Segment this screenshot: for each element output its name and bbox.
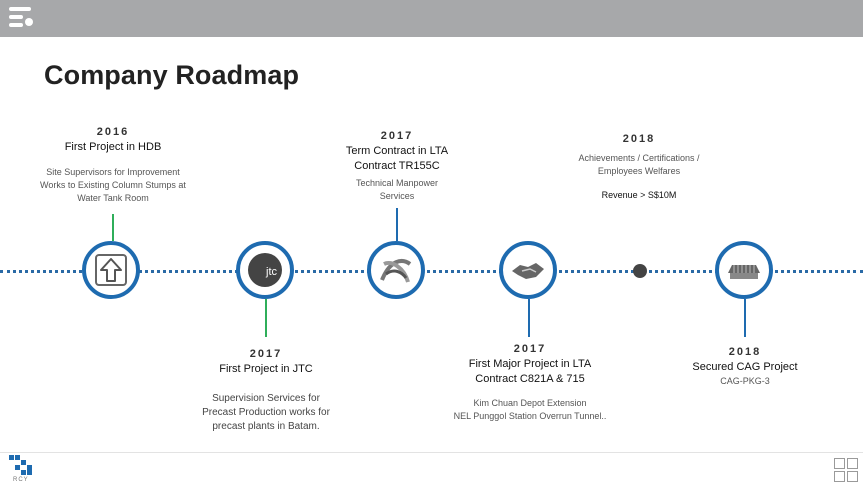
milestone-desc-line: Supervision Services for xyxy=(212,393,320,404)
milestone-dot-2018[interactable] xyxy=(633,264,647,278)
milestone-connector xyxy=(528,299,530,337)
revenue-label: Revenue > S$10M xyxy=(601,190,677,200)
footer-divider xyxy=(0,452,863,453)
milestone-heading: Term Contract in LTA xyxy=(345,145,449,157)
grid-view-icon[interactable] xyxy=(834,458,858,482)
company-logo: RCY xyxy=(9,455,37,485)
airport-terminal-icon xyxy=(728,265,760,279)
milestone-connector xyxy=(744,299,746,337)
milestone-desc-line: CAG-PKG-3 xyxy=(720,376,770,386)
milestone-2016-hdb: 2016 First Project in HDB Site Superviso… xyxy=(23,126,203,205)
milestone-2017-jtc: 2017 First Project in JTC Supervision Se… xyxy=(176,348,356,434)
milestone-desc-line: Precast Production works for xyxy=(202,407,330,418)
handshake-icon xyxy=(512,263,544,279)
milestone-year: 2017 xyxy=(380,130,414,142)
milestone-node-2017-lta[interactable] xyxy=(367,241,425,299)
milestone-desc-line: Achievements / Certifications / xyxy=(578,153,700,163)
upload-arrow-icon xyxy=(95,254,127,286)
milestone-heading: First Project in JTC xyxy=(219,363,313,375)
milestone-connector xyxy=(112,214,114,241)
milestone-2018-cag: 2018 Secured CAG Project CAG-PKG-3 xyxy=(655,346,835,388)
milestone-heading: First Project in HDB xyxy=(64,141,162,153)
milestone-2017-lta-c821a: 2017 First Major Project in LTA Contract… xyxy=(420,343,640,423)
page-title: Company Roadmap xyxy=(44,60,300,90)
milestone-heading: Contract TR155C xyxy=(354,160,440,172)
milestone-year: 2018 xyxy=(622,133,656,145)
milestone-desc-line: Site Supervisors for Improvement xyxy=(46,167,180,177)
milestone-2017-lta-tr155c: 2017 Term Contract in LTA Contract TR155… xyxy=(307,130,487,203)
jtc-logo-text: jtc xyxy=(265,266,278,278)
top-bar xyxy=(0,0,863,37)
milestone-heading: Secured CAG Project xyxy=(692,361,798,373)
milestone-desc-line: Kim Chuan Depot Extension xyxy=(473,398,587,408)
milestone-node-2017-jtc[interactable]: jtc xyxy=(236,241,294,299)
milestone-year: 2016 xyxy=(96,126,130,138)
milestone-heading: Contract C821A & 715 xyxy=(475,373,585,385)
milestone-connector xyxy=(265,299,267,337)
milestone-node-2016[interactable] xyxy=(82,241,140,299)
timeline-line xyxy=(0,270,863,273)
milestone-desc-line: Services xyxy=(379,191,415,201)
milestone-desc-line: Technical Manpower xyxy=(355,178,439,188)
milestone-year: 2017 xyxy=(249,348,283,360)
milestone-desc-line: Works to Existing Column Stumps at xyxy=(40,180,186,190)
milestone-2018-achievements: 2018 Achievements / Certifications / Emp… xyxy=(549,133,729,200)
menu-icon[interactable] xyxy=(9,7,35,29)
milestone-node-2017-lta-major[interactable] xyxy=(499,241,557,299)
jtc-logo-icon: jtc xyxy=(248,253,282,287)
lta-logo-icon xyxy=(380,259,412,283)
milestone-desc-line: Employees Welfares xyxy=(597,166,681,176)
milestone-year: 2018 xyxy=(728,346,762,358)
logo-text: RCY xyxy=(13,477,29,483)
milestone-desc-line: Water Tank Room xyxy=(77,193,149,203)
milestone-year: 2017 xyxy=(513,343,547,355)
milestone-desc-line: precast plants in Batam. xyxy=(212,421,320,432)
milestone-heading: First Major Project in LTA xyxy=(468,358,592,370)
milestone-node-2018-cag[interactable] xyxy=(715,241,773,299)
milestone-connector xyxy=(396,208,398,241)
milestone-desc-line: NEL Punggol Station Overrun Tunnel.. xyxy=(453,411,607,421)
